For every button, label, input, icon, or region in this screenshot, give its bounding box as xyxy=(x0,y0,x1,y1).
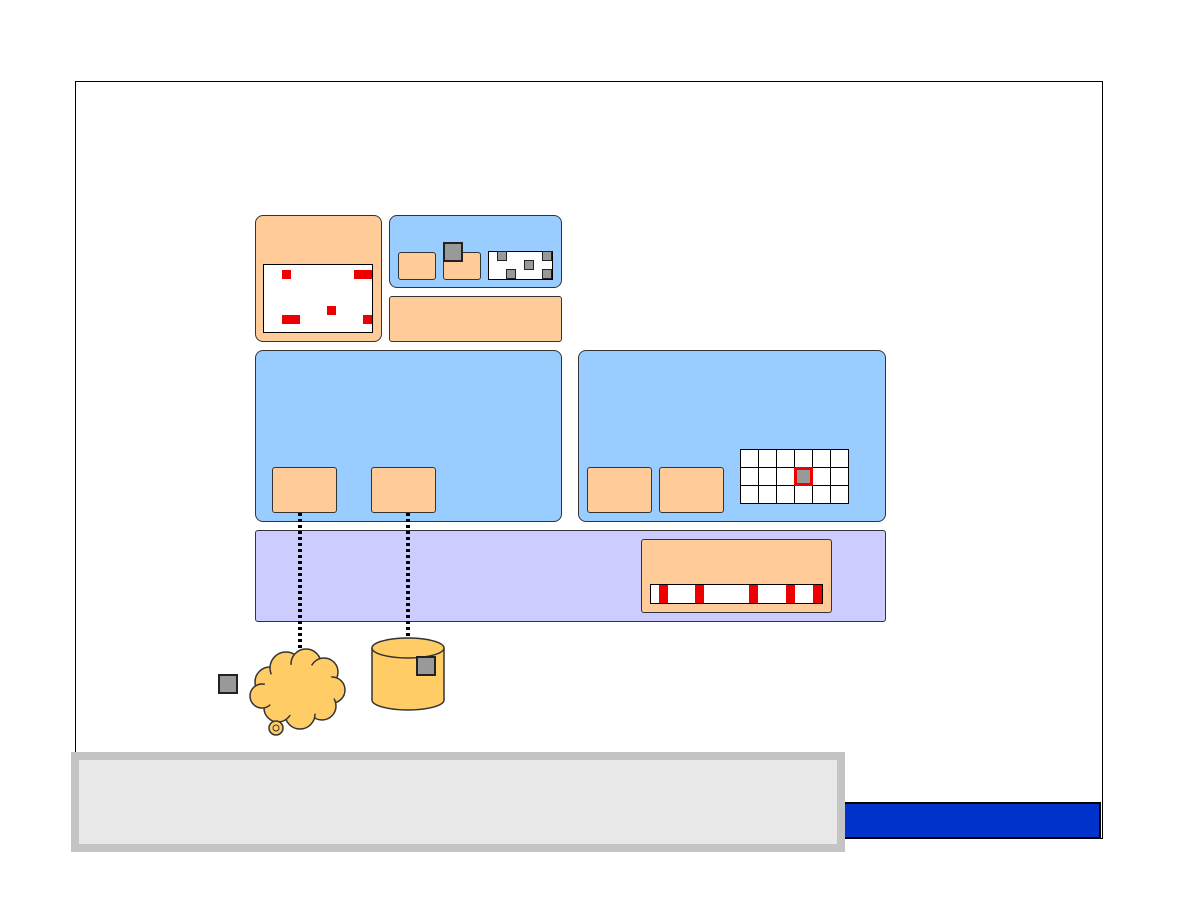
grid-cell xyxy=(812,485,831,504)
red-marker xyxy=(327,306,336,315)
grid-cell xyxy=(812,449,831,468)
grid-cell xyxy=(830,449,849,468)
grid-cell-highlighted xyxy=(794,467,813,486)
red-marker xyxy=(659,585,668,603)
grid-cell xyxy=(794,485,813,504)
cell-grid xyxy=(740,449,850,505)
component-box xyxy=(272,467,337,513)
red-marker xyxy=(354,270,372,279)
grid-cell xyxy=(740,485,759,504)
gray-marker xyxy=(497,251,507,261)
grid-cell xyxy=(776,485,795,504)
gray-marker xyxy=(416,656,436,676)
grid-cell xyxy=(776,449,795,468)
grid-cell xyxy=(740,449,759,468)
gray-marker xyxy=(524,260,534,270)
gray-marker xyxy=(443,242,463,262)
footer-bar xyxy=(843,802,1101,839)
grid-cell xyxy=(812,467,831,486)
grid-cell xyxy=(758,467,777,486)
grid-cell xyxy=(740,467,759,486)
component-box xyxy=(371,467,436,513)
cloud-icon xyxy=(249,648,346,736)
grid-cell xyxy=(794,449,813,468)
gray-marker xyxy=(506,269,516,279)
caption-box xyxy=(71,752,845,852)
marker-track xyxy=(650,584,823,604)
grid-cell xyxy=(776,467,795,486)
component-box xyxy=(659,467,724,513)
grid-cell xyxy=(758,485,777,504)
gray-marker xyxy=(542,269,552,279)
red-marker xyxy=(786,585,795,603)
red-marker xyxy=(813,585,822,603)
gray-marker xyxy=(542,251,552,261)
red-marker xyxy=(695,585,704,603)
grid-cell xyxy=(758,449,777,468)
component-box xyxy=(398,252,436,280)
red-marker xyxy=(749,585,758,603)
red-marker xyxy=(282,270,291,279)
red-marker xyxy=(363,315,372,324)
component-bar xyxy=(389,296,562,342)
gray-marker xyxy=(218,674,238,694)
grid-cell xyxy=(830,467,849,486)
component-box xyxy=(587,467,652,513)
red-marker xyxy=(282,315,300,324)
grid-cell xyxy=(830,485,849,504)
